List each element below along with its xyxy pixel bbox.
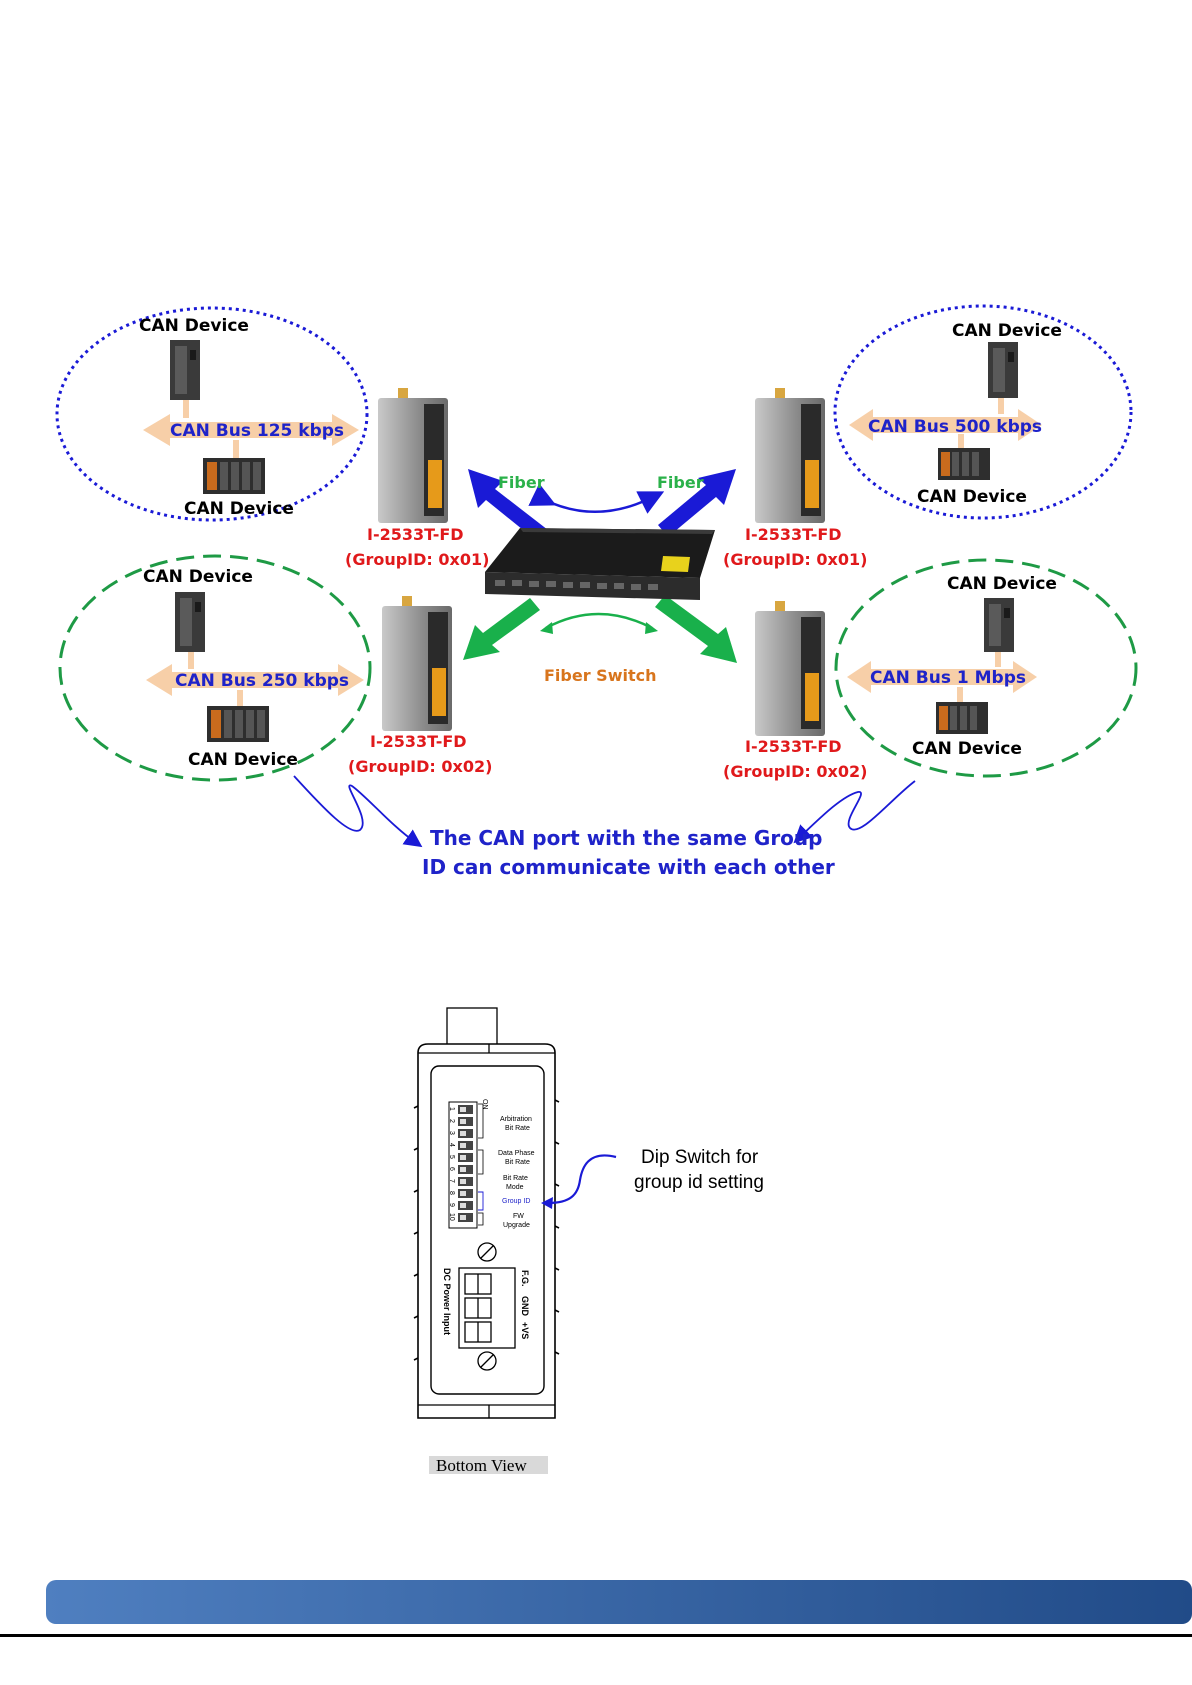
can-device-icon: [988, 342, 1018, 398]
bus-arrow-500k: [849, 409, 1042, 441]
dip-label-arbitration: Arbitration: [500, 1116, 532, 1123]
dip-number: 5: [448, 1155, 455, 1159]
group-id-label: (GroupID: 0x02): [723, 762, 867, 781]
can-device-label: CAN Device: [912, 739, 1022, 759]
pointer-arrow-right: [793, 780, 916, 844]
dip-label-mode-2: Mode: [506, 1184, 524, 1191]
dip-label-fw: FW: [513, 1213, 524, 1220]
can-device-icon: [175, 592, 205, 652]
fiber-curve-arrow-top: [528, 483, 665, 514]
bus-arrow-125k: [143, 414, 359, 446]
pin-fg-label: F.G.: [520, 1270, 530, 1287]
dip-callout-line-2: group id setting: [634, 1172, 764, 1193]
dip-label-fw-2: Upgrade: [503, 1222, 530, 1229]
dip-label-arbitration-2: Bit Rate: [505, 1125, 530, 1132]
dip-number: 8: [448, 1191, 455, 1195]
dip-number: 7: [448, 1179, 455, 1183]
module-name-label: I-2533T-FD: [745, 737, 842, 756]
fiber-link-green-right: [655, 595, 737, 663]
dip-on-label: ON: [481, 1099, 488, 1110]
dip-label-data-phase-2: Bit Rate: [505, 1159, 530, 1166]
can-bus-label: CAN Bus 500 kbps: [868, 417, 1042, 437]
can-controller-icon: [936, 702, 988, 734]
note-line-2: ID can communicate with each other: [422, 855, 835, 879]
module-name-label: I-2533T-FD: [367, 525, 464, 544]
dip-numbers: 1 2 3 4 5 6 7 8 9 10: [448, 1107, 455, 1221]
can-device-label: CAN Device: [952, 321, 1062, 341]
caption-bg: [429, 1456, 548, 1474]
dip-number: 2: [448, 1119, 455, 1123]
dip-label-data-phase: Data Phase: [498, 1150, 535, 1157]
fiber-curve-arrow-bottom: [545, 612, 653, 630]
dip-callout-arrowhead: [541, 1197, 553, 1209]
can-controller-icon: [203, 458, 265, 494]
can-bus-label: CAN Bus 250 kbps: [175, 671, 349, 691]
bottom-view-caption: Bottom View: [436, 1456, 527, 1475]
module-name-label: I-2533T-FD: [745, 525, 842, 544]
dip-label-group-id: Group ID: [502, 1198, 530, 1205]
fiber-link-green-left: [463, 598, 540, 660]
bus-arrow-250k: [146, 664, 364, 696]
pointer-arrow-left: [293, 775, 423, 848]
dip-number: 4: [448, 1143, 455, 1147]
group-id-label: (GroupID: 0x01): [345, 550, 489, 569]
pin-gnd-label: GND: [520, 1296, 530, 1317]
dip-number: 3: [448, 1131, 455, 1135]
can-device-label: CAN Device: [917, 487, 1027, 507]
fiber-link-blue-left: [468, 469, 548, 542]
dip-callout-line-1: Dip Switch for: [641, 1147, 759, 1168]
can-device-label: CAN Device: [184, 499, 294, 519]
fiber-label-left: Fiber: [498, 473, 545, 492]
can-device-icon: [170, 340, 200, 400]
dip-number: 1: [448, 1107, 455, 1111]
note-line-1: The CAN port with the same Group: [430, 826, 822, 850]
power-input-label: DC Power Input: [442, 1268, 452, 1335]
group-id-label: (GroupID: 0x02): [348, 757, 492, 776]
footer-rule: [0, 1634, 1192, 1637]
fiber-link-blue-right: [658, 469, 736, 537]
can-device-icon: [984, 598, 1014, 652]
group-id-label: (GroupID: 0x01): [723, 550, 867, 569]
module-name-label: I-2533T-FD: [370, 732, 467, 751]
footer-bar: [46, 1580, 1192, 1624]
i2533t-module-icon: [755, 388, 825, 523]
bottom-view-drawing: [413, 1007, 560, 1419]
group-ring-1m: [834, 558, 1138, 778]
dip-number: 10: [448, 1213, 455, 1221]
group-ring-250k: [58, 554, 372, 782]
pin-vs-label: +VS: [520, 1322, 530, 1339]
dip-number: 6: [448, 1167, 455, 1171]
can-device-label: CAN Device: [143, 567, 253, 587]
i2533t-module-icon: [382, 596, 452, 731]
group-ring-500k: [833, 304, 1133, 520]
group-ring-125k: [55, 306, 369, 522]
can-bus-label: CAN Bus 1 Mbps: [870, 668, 1026, 688]
can-device-label: CAN Device: [947, 574, 1057, 594]
can-device-label: CAN Device: [188, 750, 298, 770]
i2533t-module-icon: [755, 601, 825, 736]
fiber-label-right: Fiber: [657, 473, 704, 492]
can-controller-icon: [938, 448, 990, 480]
dip-label-mode: Bit Rate: [503, 1175, 528, 1182]
can-controller-icon: [207, 706, 269, 742]
can-device-label: CAN Device: [139, 316, 249, 336]
i2533t-module-icon: [378, 388, 448, 523]
dip-number: 9: [448, 1203, 455, 1207]
can-bus-label: CAN Bus 125 kbps: [170, 421, 344, 441]
bus-arrow-1m: [847, 661, 1037, 693]
fiber-switch-icon: [485, 528, 715, 600]
fiber-switch-label: Fiber Switch: [544, 666, 657, 685]
dip-callout-arrow: [547, 1154, 617, 1205]
